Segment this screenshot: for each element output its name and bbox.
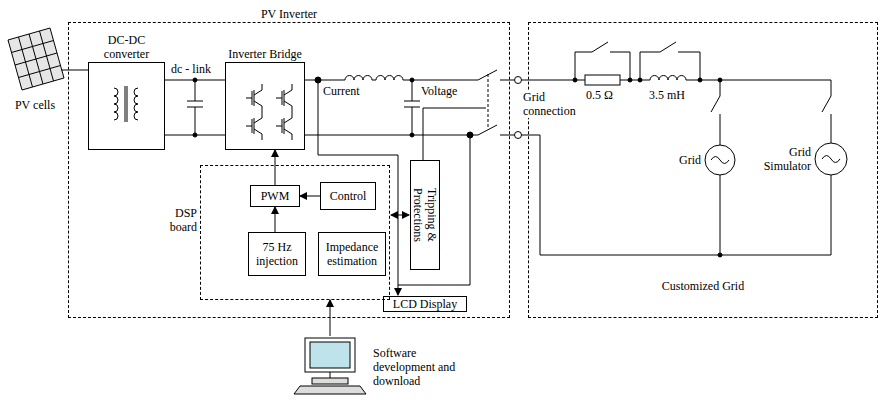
display-box: LCD Display <box>383 296 467 312</box>
sense-arrow <box>398 215 409 216</box>
resistor-symbol <box>585 75 620 85</box>
junction-dot <box>410 133 414 137</box>
sense-dot <box>315 77 321 83</box>
converter-box: DC-DC converter <box>88 62 165 150</box>
junction-dot <box>638 78 642 82</box>
node-label: PV Inverter <box>69 7 509 21</box>
node-label: 75 Hz injection <box>252 240 302 268</box>
junction-dot <box>410 78 414 82</box>
computer-stand <box>330 372 331 378</box>
output-wire <box>305 76 515 136</box>
node-label: Inverter Bridge <box>226 47 304 61</box>
pv-cell-grid <box>12 31 61 87</box>
inverter-enclosure: DC-DC converterInverter BridgePWMControl… <box>68 22 510 318</box>
source-circle: Grid Simulator <box>815 143 847 175</box>
bypass-switch <box>575 42 700 80</box>
process-box: Impedance estimation <box>318 232 386 276</box>
process-box: 75 Hz injection <box>248 232 306 276</box>
node-label: DSP board <box>153 206 197 234</box>
connector <box>66 70 88 71</box>
process-box: Control <box>320 182 376 210</box>
grid-terminal <box>515 77 522 84</box>
grid-simulator-source <box>815 143 847 175</box>
grid-enclosure: Grid Grid SimulatorCustomized Grid <box>528 22 878 318</box>
node-label: Control <box>330 189 367 203</box>
component-label: Voltage <box>420 84 458 98</box>
protection-box: Tripping & Protections <box>410 160 440 270</box>
voltage-sense-wire <box>398 135 470 285</box>
node-label: PWM <box>261 189 290 203</box>
component-label: 0.5 Ω <box>585 88 614 102</box>
connector <box>300 196 320 197</box>
connector <box>275 150 276 185</box>
pv-panel <box>8 28 64 90</box>
filter-capacitor <box>404 80 420 135</box>
connector <box>275 207 276 232</box>
node-label: Impedance estimation <box>322 240 382 268</box>
connector <box>165 80 225 81</box>
computer-keyboard <box>294 386 366 394</box>
computer-icon: Software development and download <box>295 336 365 394</box>
source-circle: Grid <box>705 145 735 175</box>
trip-signal <box>423 108 486 160</box>
node-label: DC-DC converter <box>89 33 164 61</box>
junction-dot <box>698 78 702 82</box>
junction-dot <box>193 133 197 137</box>
computer-monitor <box>305 338 355 372</box>
output-switch <box>478 70 497 135</box>
node-label: Customized Grid <box>529 279 877 293</box>
component-label: Current <box>322 84 361 98</box>
sense-dot <box>467 132 473 138</box>
dc-link-capacitor <box>187 80 203 135</box>
node-label: Software development and download <box>373 346 465 388</box>
transformer-symbol <box>114 86 138 122</box>
node-label: Grid <box>671 153 701 167</box>
computer-screen <box>310 342 350 368</box>
sense-arrow <box>391 215 398 216</box>
node-label: LCD Display <box>393 297 457 311</box>
display-arrow <box>398 285 399 295</box>
dsp-board: PWM Control 75 Hz injection Impedance estim… <box>200 165 390 300</box>
junction-dot <box>628 78 632 82</box>
node-label: Tripping & Protections <box>411 165 439 265</box>
component-label: 3.5 mH <box>648 88 686 102</box>
component-label: Grid connection <box>522 90 582 118</box>
junction-dot <box>718 253 722 257</box>
connector <box>330 300 331 336</box>
switch-link <box>488 74 489 129</box>
ac-symbol <box>711 157 729 164</box>
node-label: Grid Simulator <box>759 145 811 173</box>
current-sense-wire <box>318 80 398 285</box>
bridge-box: Inverter Bridge <box>225 62 305 150</box>
ac-symbol <box>822 156 840 163</box>
grid-source <box>705 145 735 175</box>
grid-terminal <box>515 132 522 139</box>
node-label: PV cells <box>0 98 76 112</box>
junction-dot <box>573 78 577 82</box>
grid-wire <box>522 76 832 256</box>
process-box: PWM <box>250 185 300 207</box>
pv-cable <box>61 70 66 71</box>
component-label: dc - link <box>170 62 212 76</box>
pv-array: PV cells <box>4 26 66 96</box>
branch-switch <box>711 96 831 112</box>
computer-base <box>312 378 348 384</box>
junction-dot <box>718 78 722 82</box>
